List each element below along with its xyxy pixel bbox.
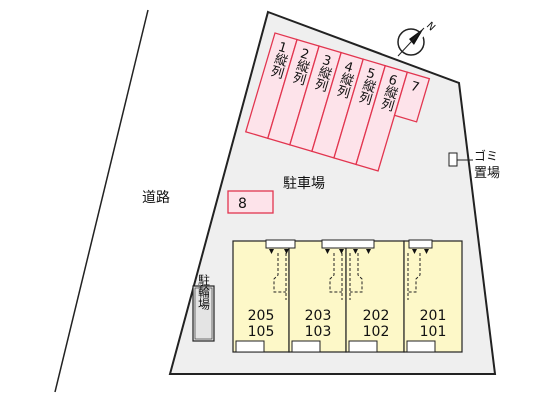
building-unit	[345, 240, 405, 353]
apartment-building: 205 105 203 103 202 102 201 101	[232, 239, 463, 353]
garbage-label: ゴミ	[474, 148, 498, 163]
parking-label: 駐車場	[283, 175, 325, 192]
road-label: 道路	[142, 190, 170, 206]
parking-space-number: 4	[343, 59, 355, 76]
bike-parking-area	[192, 285, 215, 342]
entrance-notch	[321, 239, 375, 249]
door-markers	[269, 249, 429, 254]
balcony	[406, 340, 436, 353]
bike-parking-label: 駐輪場	[197, 273, 211, 311]
balcony	[291, 340, 321, 353]
unit-number-lower: 105	[248, 324, 275, 340]
unit-number-upper: 202	[363, 308, 390, 324]
parking-block: 1 2 3 4 5 6 7 縦列 縦列 縦列 縦列 縦列 縦列	[244, 32, 431, 172]
parking-space-number: 1	[276, 40, 288, 57]
parking-space-number: 6	[387, 73, 399, 90]
unit-number-lower: 103	[305, 324, 332, 340]
parking-space-number: 7	[409, 79, 421, 96]
building-unit	[403, 240, 463, 353]
parking-space-number: 2	[298, 46, 310, 63]
interior-dashes	[273, 253, 421, 300]
building-unit	[232, 240, 290, 353]
unit-number-lower: 102	[363, 324, 390, 340]
unit-number-upper: 205	[248, 308, 275, 324]
building-unit	[288, 240, 347, 353]
unit-number-upper: 203	[305, 308, 332, 324]
unit-number-lower: 101	[420, 324, 447, 340]
road-edge-line	[54, 9, 149, 393]
balcony	[235, 340, 265, 353]
parking-space-number: 5	[365, 66, 377, 83]
parking-space-number: 3	[320, 53, 332, 70]
parking-space-8	[227, 190, 274, 214]
unit-number-upper: 201	[420, 308, 447, 324]
balcony	[348, 340, 378, 353]
parking-space	[393, 71, 431, 123]
bike-parking-inner	[194, 287, 213, 340]
north-compass-icon: N	[397, 20, 437, 57]
garbage-area-icon	[448, 152, 458, 167]
parking-space-number: 8	[238, 196, 247, 212]
entrance-notch	[408, 239, 433, 249]
entrance-notch	[265, 239, 296, 249]
parking-space	[355, 64, 409, 172]
garbage-label: 置場	[474, 166, 500, 181]
